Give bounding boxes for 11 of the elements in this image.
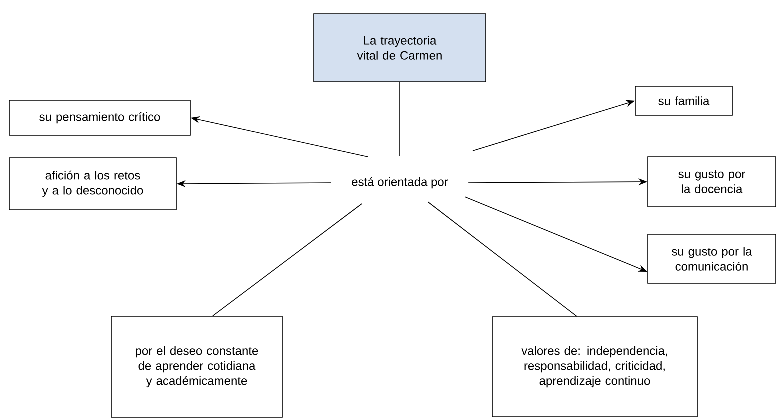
center-text: está orientada por xyxy=(352,177,448,189)
concept-box: su gusto por la comunicación xyxy=(648,234,776,284)
connector-line xyxy=(212,204,362,316)
concept-box: su gusto por la docencia xyxy=(648,156,776,208)
concept-box: por el deseo constante de aprender cotidiana y académicamente xyxy=(111,316,283,418)
title-box: La trayectoria vital de Carmen xyxy=(314,14,486,82)
concept-box: su pensamiento crítico xyxy=(9,100,191,136)
concept-box: afición a los retos y a lo desconocido xyxy=(9,158,177,210)
concept-box: valores de: independencia, responsabilidad, criticidad, aprendizaje continuo xyxy=(492,316,698,418)
concept-box: su familia xyxy=(635,86,733,116)
connector-line xyxy=(428,202,578,317)
